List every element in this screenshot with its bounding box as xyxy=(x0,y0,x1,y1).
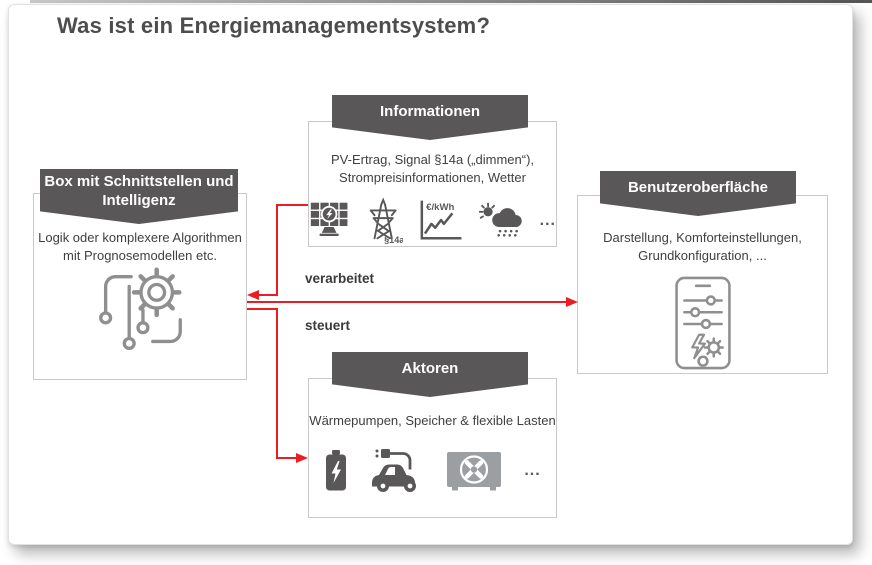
informationen-body-text: PV-Ertrag, Signal §14a („dimmen“), Strom… xyxy=(330,152,535,185)
aktoren-more-ellipsis: ... xyxy=(524,461,541,479)
box-intelligenz: Logik oder komplexere Algorithmen mit Pr… xyxy=(33,193,247,380)
label-steuert: steuert xyxy=(305,318,351,333)
ev-car-icon xyxy=(372,448,417,492)
banner-informationen-label: Informationen xyxy=(380,103,480,120)
informationen-icon-row: §14a €/kWh xyxy=(309,197,556,245)
banner-aktoren-label: Aktoren xyxy=(401,360,459,377)
banner-benutzeroberflaeche-label: Benutzeroberfläche xyxy=(627,179,769,196)
banner-intelligenz: Box mit Schnittstellen und Intelligenz xyxy=(40,169,238,224)
page-title: Was ist ein Energiemanagementsystem? xyxy=(57,13,491,38)
smartphone-settings-icon xyxy=(674,276,731,370)
benutzeroberflaeche-body-text: Darstellung, Komforteinstellungen, Grund… xyxy=(603,230,802,263)
box-informationen: PV-Ertrag, Signal §14a („dimmen“), Strom… xyxy=(308,121,557,247)
informationen-more-ellipsis: ... xyxy=(539,212,556,230)
battery-icon xyxy=(326,449,347,491)
box-aktoren: Wärmepumpen, Speicher & flexible Lasten xyxy=(308,378,557,518)
price-chart-icon: €/kWh xyxy=(420,200,462,240)
pylon-paragraph-label: §14a xyxy=(384,235,402,245)
page-top-edge xyxy=(30,0,872,3)
box-benutzeroberflaeche: Darstellung, Komforteinstellungen, Grund… xyxy=(577,195,828,374)
intelligenz-body-text: Logik oder komplexere Algorithmen mit Pr… xyxy=(38,230,242,263)
chip-gear-icon xyxy=(99,267,182,350)
banner-intelligenz-label: Box mit Schnittstellen und Intelligenz xyxy=(44,173,234,210)
aktoren-body-text: Wärmepumpen, Speicher & flexible Lasten xyxy=(309,413,556,428)
aktoren-icon-row: ... xyxy=(309,448,556,494)
chart-unit-label: €/kWh xyxy=(426,202,454,213)
label-verarbeitet: verarbeitet xyxy=(305,271,375,286)
solar-panel-icon xyxy=(310,202,348,237)
power-pylon-icon: §14a xyxy=(370,197,403,245)
weather-icon xyxy=(478,202,522,237)
heat-pump-icon xyxy=(447,451,502,491)
